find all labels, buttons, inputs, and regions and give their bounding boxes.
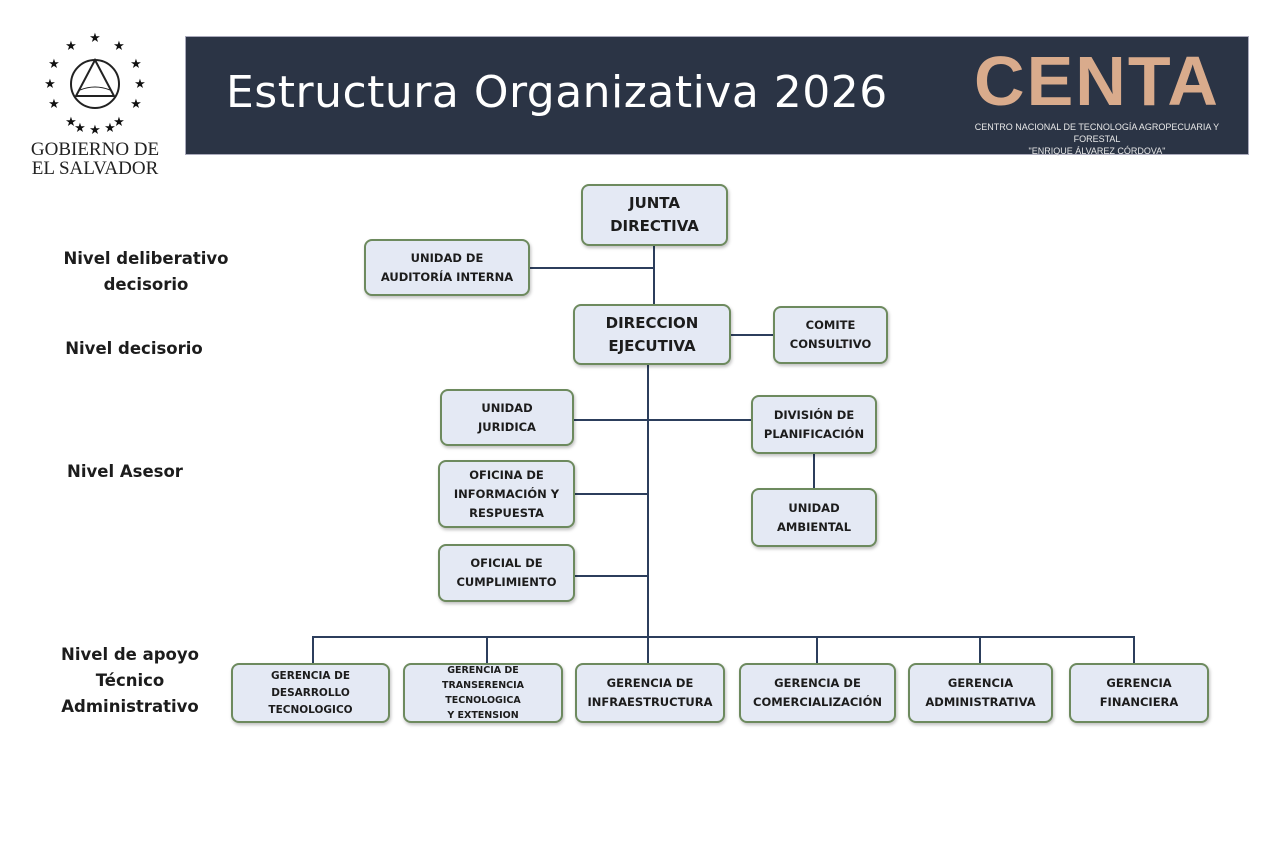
connector xyxy=(574,419,751,421)
svg-text:★: ★ xyxy=(65,115,77,130)
connector xyxy=(647,365,649,638)
gobierno-line2: EL SALVADOR xyxy=(31,158,159,179)
gobierno-line1: GOBIERNO DE xyxy=(30,139,160,160)
svg-text:★: ★ xyxy=(89,31,101,46)
direccion-ejecutiva-box: DIRECCION EJECUTIVA xyxy=(573,304,731,365)
auditoria-box: UNIDAD DE AUDITORÍA INTERNA xyxy=(364,239,530,296)
connector xyxy=(731,334,773,336)
connector xyxy=(979,636,981,663)
connector xyxy=(647,636,649,663)
gerencia-box: GERENCIA DE TRANSERENCIA TECNOLOGICA Y E… xyxy=(403,663,563,723)
level-decisorio: Nivel decisorio xyxy=(65,339,203,358)
level-deliberativo: Nivel deliberativo decisorio xyxy=(63,249,229,294)
centa-wordmark: CENTA xyxy=(974,42,1220,120)
oficial-cumplimiento-box: OFICIAL DE CUMPLIMIENTO xyxy=(438,544,575,602)
connector xyxy=(575,493,648,495)
svg-text:★: ★ xyxy=(65,39,77,54)
connector xyxy=(312,636,314,663)
level-asesor: Nivel Asesor xyxy=(67,462,183,481)
svg-text:★: ★ xyxy=(134,77,146,92)
connector xyxy=(575,575,648,577)
level-apoyo: Nivel de apoyo Técnico Administrativo xyxy=(61,645,199,716)
connector xyxy=(653,246,655,304)
coat-of-arms-icon: ★★★★★★★★★★★★★★ xyxy=(44,31,146,138)
gerencia-box: GERENCIA DE DESARROLLO TECNOLOGICO xyxy=(231,663,390,723)
svg-text:★: ★ xyxy=(113,115,125,130)
gobierno-logo: ★★★★★★★★★★★★★★ GOBIERNO DE EL SALVADOR xyxy=(20,26,170,178)
svg-text:★: ★ xyxy=(89,123,101,136)
connector xyxy=(1133,636,1135,663)
page-title: Estructura Organizativa 2026 xyxy=(226,67,888,118)
centa-logo: CENTA CENTRO NACIONAL DE TECNOLOGÍA AGRO… xyxy=(952,41,1242,156)
svg-text:★: ★ xyxy=(113,39,125,54)
connector xyxy=(816,636,818,663)
centa-subtitle: CENTRO NACIONAL DE TECNOLOGÍA AGROPECUAR… xyxy=(974,122,1220,144)
comite-consultivo-box: COMITE CONSULTIVO xyxy=(773,306,888,364)
connector xyxy=(530,267,654,269)
svg-text:★: ★ xyxy=(48,97,60,112)
svg-text:★: ★ xyxy=(130,57,142,72)
gerencia-box: GERENCIA DE INFRAESTRUCTURA xyxy=(575,663,725,723)
svg-text:★: ★ xyxy=(74,121,86,136)
connector-bus xyxy=(312,636,1135,638)
oficina-informacion-box: OFICINA DE INFORMACIÓN Y RESPUESTA xyxy=(438,460,575,528)
header-banner: Estructura Organizativa 2026 CENTA CENTR… xyxy=(185,36,1249,156)
planificacion-box: DIVISIÓN DE PLANIFICACIÓN xyxy=(751,395,877,454)
junta-directiva-box: JUNTA DIRECTIVA xyxy=(581,184,728,246)
svg-text:★: ★ xyxy=(44,77,56,92)
unidad-ambiental-box: UNIDAD AMBIENTAL xyxy=(751,488,877,547)
unidad-juridica-box: UNIDAD JURIDICA xyxy=(440,389,574,446)
centa-subtitle-2: "ENRIQUE ÁLVAREZ CÓRDOVA" xyxy=(1028,146,1166,156)
svg-text:★: ★ xyxy=(130,97,142,112)
gerencia-box: GERENCIA DE COMERCIALIZACIÓN xyxy=(739,663,896,723)
connector xyxy=(486,636,488,663)
svg-text:★: ★ xyxy=(48,57,60,72)
gerencia-box: GERENCIA FINANCIERA xyxy=(1069,663,1209,723)
gerencia-box: GERENCIA ADMINISTRATIVA xyxy=(908,663,1053,723)
connector xyxy=(813,454,815,488)
svg-text:★: ★ xyxy=(104,121,116,136)
